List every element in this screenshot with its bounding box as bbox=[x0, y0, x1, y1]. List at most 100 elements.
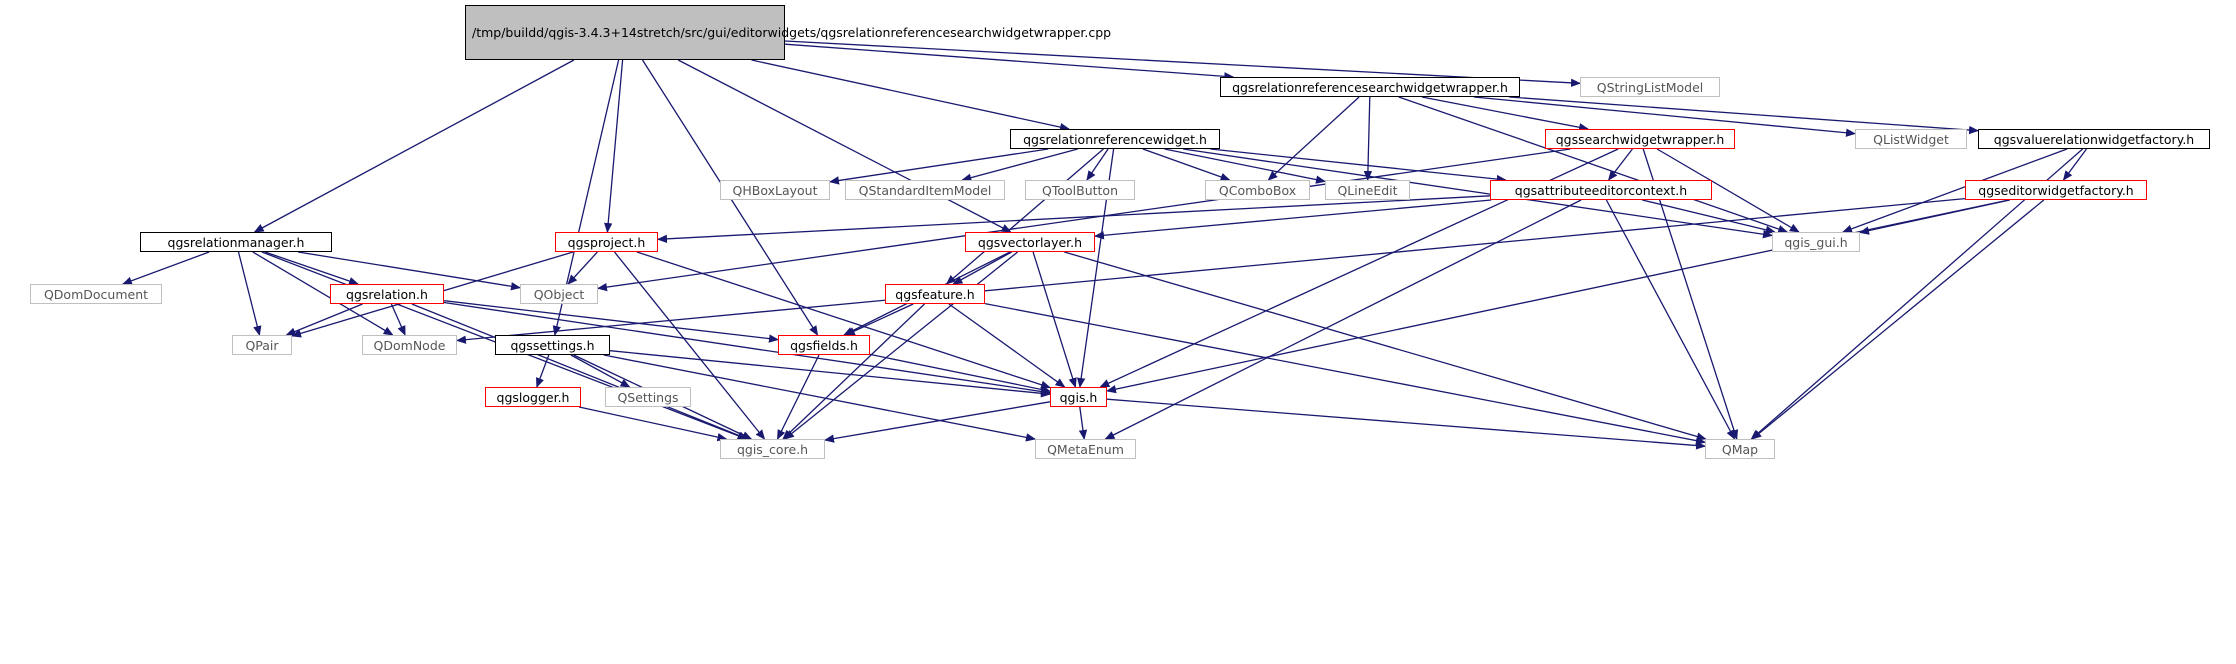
edge-rrsww-to-vrwf bbox=[1509, 96, 1979, 135]
edge-rrsww-to-qle bbox=[1363, 96, 1373, 181]
edge-root-to-rrsww bbox=[784, 43, 1235, 81]
node-qmetaenum: QMetaEnum bbox=[1035, 439, 1136, 459]
edge-ewf-to-qmap bbox=[1751, 199, 2045, 440]
edge-qgis-to-core bbox=[824, 401, 1051, 443]
edge-rrsww-to-ssww bbox=[1421, 96, 1590, 132]
node-qlistwidget: QListWidget bbox=[1855, 129, 1967, 149]
edge-vl-to-core bbox=[784, 251, 1019, 440]
edge-root-to-qslm bbox=[784, 40, 1581, 88]
edge-rrw-to-qcb bbox=[1142, 148, 1231, 181]
node-qgseditorwidgetfactory-header[interactable]: qgseditorwidgetfactory.h bbox=[1965, 180, 2147, 200]
node-qstandarditemmodel: QStandardItemModel bbox=[845, 180, 1005, 200]
root-file-path-line: +14stretch/src/gui/editorwidgets bbox=[610, 25, 817, 40]
node-qgsfeature-header[interactable]: qgsfeature.h bbox=[885, 284, 985, 304]
edge-ssww-to-gui bbox=[1656, 148, 1800, 233]
edge-qgis-to-qme bbox=[1078, 406, 1088, 440]
node-qgis-gui-header: qgis_gui.h bbox=[1772, 232, 1860, 252]
node-qgis-header[interactable]: qgis.h bbox=[1050, 387, 1107, 407]
edge-aec-to-proj bbox=[657, 195, 1491, 244]
edge-ssww-to-aec bbox=[1607, 148, 1633, 181]
edge-rm-to-qpair bbox=[237, 251, 262, 336]
edge-ewf-to-qgis bbox=[1106, 199, 2009, 394]
edge-proj-to-qobj bbox=[567, 251, 598, 285]
root-file-path-line: /tmp/buildd/qgis-3.4.3 bbox=[472, 25, 611, 40]
edge-root-to-rm bbox=[253, 59, 575, 233]
edge-rel-to-qgis bbox=[443, 301, 1051, 396]
edge-set-to-log bbox=[536, 354, 550, 388]
edge-aec-to-qmap bbox=[1605, 199, 1736, 440]
dependency-edges bbox=[121, 40, 2088, 450]
edge-feat-to-fields bbox=[844, 303, 914, 336]
node-qsettings: QSettings bbox=[605, 387, 691, 407]
edge-feat-to-qmap bbox=[984, 302, 1706, 445]
node-qstringlistmodel: QStringListModel bbox=[1580, 77, 1720, 97]
node-qgslogger-header[interactable]: qgslogger.h bbox=[485, 387, 581, 407]
node-qgsrelation-header[interactable]: qgsrelation.h bbox=[330, 284, 444, 304]
edge-vrwf-to-ewf bbox=[2062, 148, 2088, 181]
edge-set-to-qset bbox=[570, 354, 631, 388]
edge-rm-to-qdn bbox=[252, 251, 394, 336]
edge-log-to-core bbox=[578, 406, 728, 442]
edge-rrw-to-aec bbox=[1210, 148, 1507, 184]
edge-rel-to-qdn bbox=[390, 303, 406, 336]
node-qgssettings-header[interactable]: qgssettings.h bbox=[495, 335, 610, 355]
edge-qgis-to-qmap bbox=[1106, 398, 1706, 450]
edge-vl-to-qmap bbox=[1064, 251, 1707, 441]
edge-rrw-to-qtb bbox=[1086, 148, 1109, 181]
edge-fields-to-core bbox=[776, 354, 820, 440]
edge-rrsww-to-qcb bbox=[1267, 96, 1360, 181]
node-qgsfields-header[interactable]: qgsfields.h bbox=[778, 335, 870, 355]
edge-ewf-to-qdn bbox=[456, 197, 1966, 344]
node-qmap: QMap bbox=[1705, 439, 1775, 459]
edge-vrwf-to-gui bbox=[1842, 148, 2068, 233]
edge-rm-to-qdd bbox=[121, 251, 210, 285]
node-qgsrelationreferencewidget-header[interactable]: qgsrelationreferencewidget.h bbox=[1010, 129, 1220, 149]
edge-root-to-rrw bbox=[751, 59, 1070, 132]
edge-ssww-to-qobj bbox=[597, 148, 1571, 292]
node-qgsproject-header[interactable]: qgsproject.h bbox=[555, 232, 658, 252]
node-qhboxlayout: QHBoxLayout bbox=[720, 180, 830, 200]
edge-aec-to-gui bbox=[1642, 199, 1776, 234]
edge-rel-to-qpair bbox=[285, 303, 363, 336]
node-qdomdocument: QDomDocument bbox=[30, 284, 162, 304]
edge-rrsww-to-gui bbox=[1398, 96, 1789, 234]
node-qgssearchwidgetwrapper-header[interactable]: qgssearchwidgetwrapper.h bbox=[1545, 129, 1735, 149]
root-file-node: /tmp/buildd/qgis-3.4.3+14stretch/src/gui… bbox=[465, 5, 1111, 60]
edge-rrsww-to-qlw bbox=[1473, 96, 1856, 137]
node-qgsattributeeditorcontext-header[interactable]: qgsattributeeditorcontext.h bbox=[1490, 180, 1712, 200]
edge-root-to-proj bbox=[604, 59, 624, 233]
edge-vl-to-feat bbox=[952, 251, 1013, 285]
edge-feat-to-qgis bbox=[948, 303, 1066, 388]
edge-fields-to-qgis bbox=[869, 353, 1051, 394]
node-qobject: QObject bbox=[520, 284, 598, 304]
edge-aec-to-qme bbox=[1104, 199, 1582, 440]
edge-rrw-to-qhbl bbox=[829, 148, 1049, 185]
edge-rrw-to-qsim bbox=[961, 148, 1078, 182]
edge-rrw-to-qle bbox=[1164, 148, 1326, 184]
edge-root-to-vl bbox=[677, 59, 1012, 233]
edge-vl-to-qgis bbox=[1032, 251, 1077, 388]
edge-rel-to-core bbox=[411, 303, 749, 440]
edge-aec-to-vl bbox=[1094, 199, 1492, 240]
edge-rm-to-qobj bbox=[297, 251, 521, 291]
edge-rel-to-fields bbox=[443, 300, 779, 343]
node-qtoolbutton: QToolButton bbox=[1025, 180, 1135, 200]
node-qgsrelationmanager-header[interactable]: qgsrelationmanager.h bbox=[140, 232, 332, 252]
node-qlineedit: QLineEdit bbox=[1325, 180, 1410, 200]
edge-proj-to-core bbox=[613, 251, 766, 440]
edge-rrw-to-feat bbox=[945, 148, 1104, 285]
node-qcombobox: QComboBox bbox=[1205, 180, 1310, 200]
node-qgsrelationreferencesearchwidgetwrapper-header[interactable]: qgsrelationreferencesearchwidgetwrapper.… bbox=[1220, 77, 1520, 97]
node-qpair: QPair bbox=[232, 335, 292, 355]
edge-set-to-qgis bbox=[609, 350, 1051, 398]
node-qgis-core-header: qgis_core.h bbox=[720, 439, 825, 459]
edge-proj-to-qgis bbox=[636, 251, 1051, 389]
edge-rrw-to-gui bbox=[1183, 148, 1773, 239]
node-qdomnode: QDomNode bbox=[362, 335, 457, 355]
edge-rm-to-rel bbox=[264, 251, 359, 286]
node-qgsvaluerelationwidgetfactory-header[interactable]: qgsvaluerelationwidgetfactory.h bbox=[1978, 129, 2210, 149]
edge-set-to-qme bbox=[603, 354, 1036, 442]
node-qgsvectorlayer-header[interactable]: qgsvectorlayer.h bbox=[965, 232, 1095, 252]
edge-feat-to-core bbox=[782, 303, 925, 440]
